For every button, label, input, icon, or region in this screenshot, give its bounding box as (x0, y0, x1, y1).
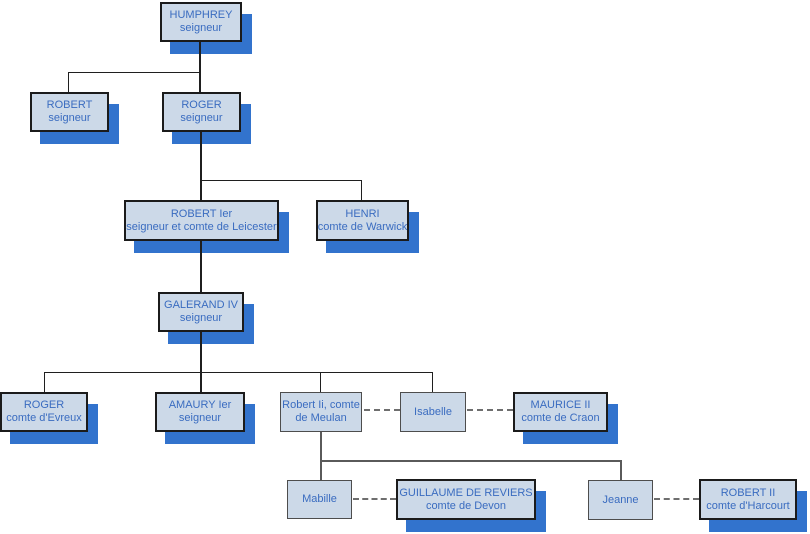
person-name: GALERAND IV (164, 299, 238, 311)
connector-line (320, 462, 322, 480)
person-name: AMAURY Ier (168, 399, 232, 411)
person-title: de Meulan (295, 412, 347, 424)
person-name: ROGER (181, 99, 222, 111)
person-name: Jeanne (602, 493, 639, 506)
person-name: Robert Ii, comte (282, 399, 360, 411)
person-name: GUILLAUME DE REVIERS (399, 486, 533, 499)
person-title: comte de Warwick (317, 220, 408, 233)
person-name: ROGER (23, 399, 65, 411)
connector-line (320, 460, 622, 462)
person-title: seigneur (48, 112, 91, 124)
marriage-dashed-line (467, 409, 513, 411)
connector-line (201, 180, 362, 181)
marriage-dashed-line (353, 498, 396, 500)
connector-line (44, 373, 45, 392)
connector-line (200, 132, 202, 200)
person-name: Isabelle (414, 405, 452, 418)
connector-line (361, 181, 362, 200)
connector-line (200, 241, 202, 292)
node-isabelle[interactable]: Isabelle (400, 392, 466, 432)
connector-line (320, 373, 321, 392)
person-title: comte d'Harcourt (706, 499, 790, 512)
connector-line (199, 42, 201, 92)
marriage-dashed-line (364, 409, 400, 411)
person-name: Mabille (302, 493, 337, 505)
connector-line (320, 432, 322, 462)
person-title: seigneur (179, 312, 223, 324)
person-name: HUMPHREY (169, 9, 233, 21)
person-name: ROBERT Ier (170, 207, 233, 220)
connector-line (200, 332, 202, 392)
node-jeanne[interactable]: Jeanne (588, 480, 653, 520)
marriage-dashed-line (654, 498, 699, 500)
person-name: ROBERT (46, 99, 93, 111)
person-name: MAURICE II (530, 399, 591, 411)
connector-line (68, 73, 69, 92)
person-title: seigneur (180, 112, 223, 124)
person-title: seigneur (178, 412, 222, 424)
connector-line (68, 72, 201, 73)
person-title: comte d'Evreux (6, 412, 82, 424)
connector-line (432, 373, 433, 392)
person-title: comte de Craon (521, 412, 600, 424)
person-name: ROBERT II (720, 486, 776, 499)
person-title: comte de Devon (425, 499, 507, 512)
person-title: seigneur et comte de Leicester (126, 220, 277, 233)
connector-line (44, 372, 433, 373)
person-title: seigneur (179, 22, 223, 34)
node-mabille[interactable]: Mabille (287, 480, 352, 519)
person-name: HENRI (345, 207, 380, 220)
connector-line (620, 462, 622, 480)
